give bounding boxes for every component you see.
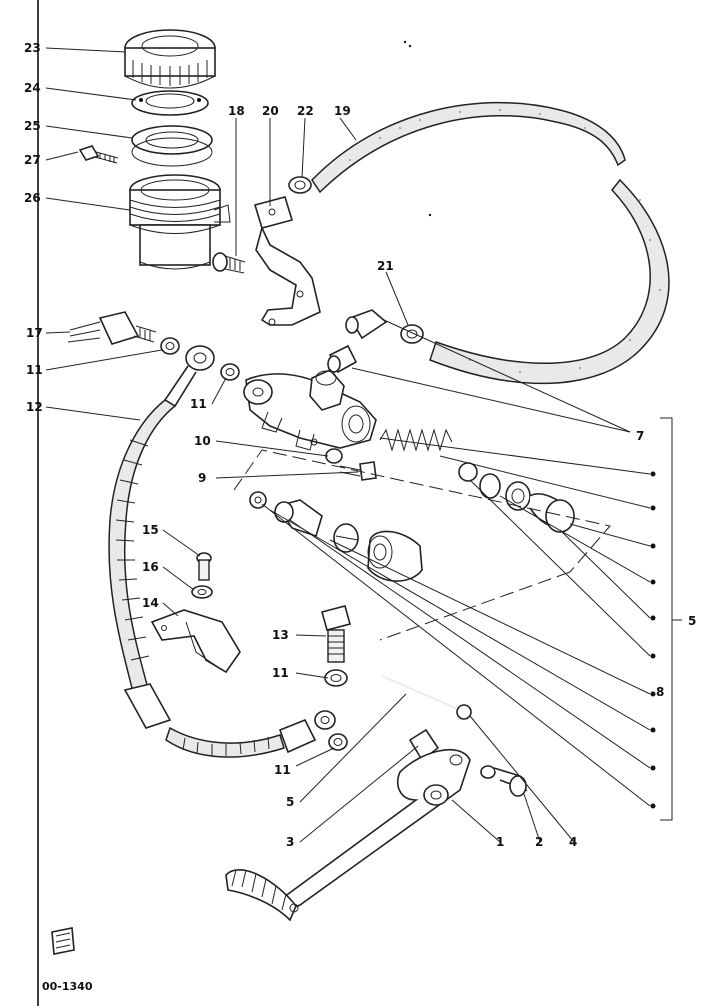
piston-cup-set bbox=[505, 481, 575, 533]
callout-labels: 23 24 25 27 26 18 20 22 19 21 17 11 11 1… bbox=[24, 41, 696, 849]
callout-1: 1 bbox=[496, 835, 504, 849]
clip-screw bbox=[191, 552, 213, 599]
reservoir-cap bbox=[124, 29, 216, 89]
callout-16: 16 bbox=[142, 560, 159, 574]
callout-14: 14 bbox=[142, 596, 159, 610]
callout-11-c: 11 bbox=[272, 666, 289, 680]
callout-8: 8 bbox=[656, 685, 664, 699]
callout-25: 25 bbox=[24, 119, 41, 133]
kit-boundary bbox=[233, 449, 611, 573]
hose-clamp-lower bbox=[400, 324, 424, 344]
mounting-bracket bbox=[253, 196, 321, 326]
hose-texture bbox=[349, 109, 661, 373]
hose-ribs bbox=[115, 439, 150, 661]
callout-10: 10 bbox=[194, 434, 211, 448]
callout-11-d: 11 bbox=[274, 763, 291, 777]
callout-22: 22 bbox=[297, 104, 314, 118]
piston-assembly bbox=[249, 491, 423, 582]
brake-hose bbox=[108, 399, 177, 701]
reservoir-body bbox=[129, 174, 231, 270]
callout-21: 21 bbox=[377, 259, 394, 273]
spring-seat bbox=[458, 462, 478, 482]
callout-13: 13 bbox=[272, 628, 289, 642]
diaphragm bbox=[131, 125, 213, 167]
switch-bolt bbox=[67, 311, 157, 345]
callout-9: 9 bbox=[198, 471, 206, 485]
brake-hose-lower-end bbox=[123, 683, 336, 758]
callout-3: 3 bbox=[286, 835, 294, 849]
reservoir-hose-upper bbox=[311, 101, 626, 194]
reservoir-hose-lower bbox=[429, 178, 670, 385]
callout-2: 2 bbox=[535, 835, 543, 849]
kit-bracket bbox=[660, 417, 673, 821]
clevis-pin bbox=[480, 765, 528, 797]
diaphragm-plate bbox=[131, 90, 209, 116]
push-rod bbox=[381, 675, 472, 720]
callout-26: 26 bbox=[24, 191, 41, 205]
hose-guide-clip bbox=[150, 609, 241, 674]
callout-5-kit: 5 bbox=[688, 614, 696, 628]
primary-cup bbox=[479, 473, 501, 499]
callout-24: 24 bbox=[24, 81, 41, 95]
callout-11-b: 11 bbox=[190, 397, 207, 411]
reservoir-screw bbox=[78, 145, 119, 164]
washer-b bbox=[220, 363, 240, 381]
master-cylinder bbox=[243, 369, 377, 451]
callout-5: 5 bbox=[286, 795, 294, 809]
bleed-washer bbox=[325, 448, 343, 464]
callout-7: 7 bbox=[636, 429, 644, 443]
bracket-bolt bbox=[212, 252, 246, 274]
stray-marks bbox=[403, 40, 432, 217]
callout-19: 19 bbox=[334, 104, 351, 118]
callout-15: 15 bbox=[142, 523, 159, 537]
kit-dots bbox=[650, 471, 656, 809]
callout-20: 20 bbox=[262, 104, 279, 118]
callout-17: 17 bbox=[26, 326, 43, 340]
callout-23: 23 bbox=[24, 41, 41, 55]
leader-lines bbox=[45, 47, 651, 843]
spring bbox=[379, 428, 453, 452]
callout-12: 12 bbox=[26, 400, 43, 414]
book-icon bbox=[51, 927, 75, 955]
callout-18: 18 bbox=[228, 104, 245, 118]
brake-pedal bbox=[225, 728, 471, 922]
banjo-bolt bbox=[321, 605, 351, 751]
callout-27: 27 bbox=[24, 153, 41, 167]
hose-fitting bbox=[327, 309, 388, 374]
callout-11-a: 11 bbox=[26, 363, 43, 377]
callout-4: 4 bbox=[569, 835, 577, 849]
washer-a bbox=[160, 337, 180, 355]
hose-clamp-upper bbox=[288, 176, 312, 194]
figure-code: 00-1340 bbox=[42, 980, 93, 993]
